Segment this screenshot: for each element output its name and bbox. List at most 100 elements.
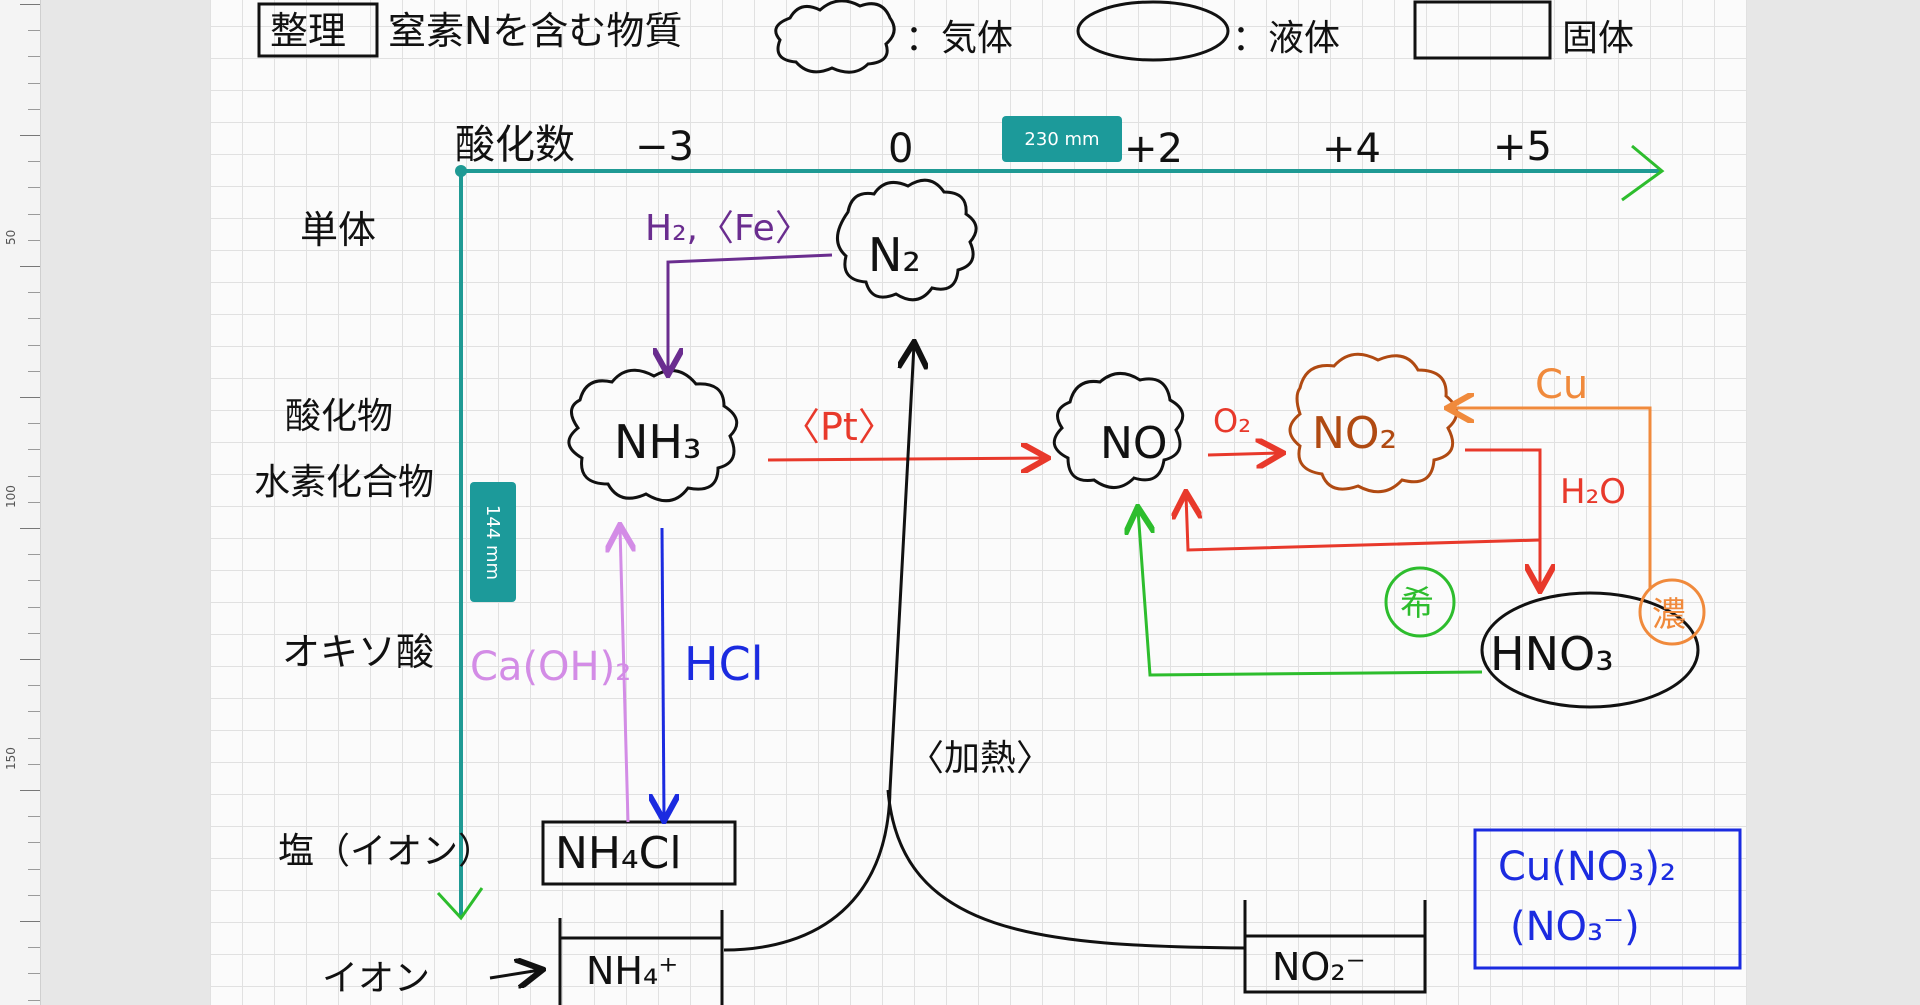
ruler-tick xyxy=(28,370,40,372)
ruler-tick xyxy=(28,292,40,294)
title-box-text: 整理 xyxy=(270,9,346,53)
o2-reagent: O₂ xyxy=(1213,402,1251,440)
pt-catalyst: 〈Pt〉 xyxy=(782,405,896,449)
caoh2-arrow xyxy=(620,528,628,823)
ruler-tick xyxy=(28,999,40,1001)
legend-liquid-oval xyxy=(1076,0,1230,62)
ruler-tick xyxy=(28,475,40,477)
no2-ion-label: NO₂⁻ xyxy=(1272,945,1366,989)
row-label-oxide: 酸化物 xyxy=(285,396,393,437)
ruler-tick xyxy=(28,868,40,870)
nh4cl-label: NH₄Cl xyxy=(555,828,682,879)
ruler-tick xyxy=(20,4,40,5)
x-tick-+4: +4 xyxy=(1322,126,1381,172)
hcl-arrow xyxy=(662,527,664,818)
nh4cl-box xyxy=(541,820,737,886)
ruler-tick xyxy=(28,318,40,320)
ruler-tick xyxy=(28,580,40,582)
ruler-tick xyxy=(28,344,40,346)
dilute-badge: 希 xyxy=(1400,584,1434,624)
conc-cu-arrow xyxy=(1450,408,1652,590)
ruler-tick xyxy=(28,894,40,896)
nh4-ion-box xyxy=(558,910,724,1005)
vertical-ruler[interactable]: 50 100 150 xyxy=(0,0,41,1005)
cu-nitrate-label: Cu(NO₃)₂ xyxy=(1498,844,1676,890)
ruler-tick xyxy=(28,30,40,32)
dilute-badge-circle xyxy=(1384,566,1456,638)
ruler-tick xyxy=(28,816,40,818)
heat-branch xyxy=(886,789,1246,950)
legend-liquid-label: ：液体 xyxy=(1232,18,1340,59)
cu-nitrate-box xyxy=(1473,828,1742,970)
ruler-tick xyxy=(28,423,40,425)
no-return-arrow xyxy=(1186,495,1541,552)
ruler-tick xyxy=(28,973,40,975)
legend-solid-label: 固体 xyxy=(1562,18,1634,59)
caoh2-reagent: Ca(OH)₂ xyxy=(470,644,631,690)
row-label-hydride: 水素化合物 xyxy=(254,462,434,503)
x-tick--3: −3 xyxy=(635,124,694,170)
title-box-frame xyxy=(257,2,379,58)
ruler-tick xyxy=(28,711,40,713)
y-axis-arrowhead xyxy=(436,887,484,921)
no-label: NO xyxy=(1100,418,1168,469)
nitrate-ion-label: (NO₃⁻) xyxy=(1510,904,1640,950)
ruler-tick xyxy=(20,921,40,922)
ruler-tick xyxy=(20,659,40,660)
n2-label: N₂ xyxy=(868,228,921,282)
ruler-tick xyxy=(28,947,40,949)
no2-cloud xyxy=(1288,352,1458,494)
nh4-ion-label: NH₄⁺ xyxy=(586,949,678,993)
ruler-tick xyxy=(28,763,40,765)
ruler-tick xyxy=(28,501,40,503)
row-label-ion: イオン xyxy=(322,958,430,999)
n2-cloud xyxy=(836,178,978,302)
no2-ion-box xyxy=(1243,900,1427,994)
legend-gas-cloud xyxy=(774,0,896,74)
ruler-tick xyxy=(28,56,40,58)
vertical-measure-badge: 144 mm xyxy=(470,482,516,602)
oxidation-arrow xyxy=(1207,453,1280,455)
hcl-reagent: HCl xyxy=(684,637,764,691)
cu-reagent: Cu xyxy=(1535,362,1588,408)
ruler-tick xyxy=(28,606,40,608)
right-margin xyxy=(1747,0,1920,1005)
hydration-arrow xyxy=(1465,448,1540,588)
ruler-tick xyxy=(28,239,40,241)
no-cloud xyxy=(1052,372,1185,489)
h2o-reagent: H₂O xyxy=(1560,472,1626,512)
legend-solid-box xyxy=(1413,0,1552,60)
row-label-salt: 塩（イオン） xyxy=(278,831,494,872)
heat-label: 〈加熱〉 xyxy=(908,738,1052,779)
x-tick-+5: +5 xyxy=(1493,124,1552,170)
vertical-measure-text: 144 mm xyxy=(482,504,504,580)
row-label-element: 単体 xyxy=(300,208,376,252)
ruler-tick xyxy=(28,842,40,844)
hno3-label: HNO₃ xyxy=(1490,627,1614,681)
x-tick-0: 0 xyxy=(888,126,913,172)
page-title: 窒素Nを含む物質 xyxy=(388,9,682,53)
hno3-oval xyxy=(1480,591,1700,709)
legend-gas-label: ：気体 xyxy=(905,18,1013,59)
haber-reagent: H₂,〈Fe〉 xyxy=(645,208,811,249)
conc-badge: 濃 xyxy=(1652,595,1686,635)
x-tick-+2: +2 xyxy=(1124,126,1183,172)
ruler-tick xyxy=(28,737,40,739)
ruler-tick xyxy=(20,790,40,791)
ruler-tick xyxy=(28,82,40,84)
ruler-tick xyxy=(20,135,40,136)
ruler-tick xyxy=(28,213,40,215)
heat-arrow-up xyxy=(723,345,914,952)
ruler-tick xyxy=(28,449,40,451)
ruler-tick xyxy=(28,554,40,556)
haber-arrow xyxy=(668,253,833,372)
ruler-tick xyxy=(20,528,40,529)
axis-origin xyxy=(455,165,467,177)
ruler-tick xyxy=(28,161,40,163)
row-label-oxoacid: オキソ酸 xyxy=(282,630,434,674)
ruler-tick xyxy=(20,397,40,398)
note-page[interactable] xyxy=(210,0,1747,1005)
ruler-tick xyxy=(28,685,40,687)
ruler-tick xyxy=(28,632,40,634)
x-axis-arrowhead xyxy=(1621,144,1665,202)
